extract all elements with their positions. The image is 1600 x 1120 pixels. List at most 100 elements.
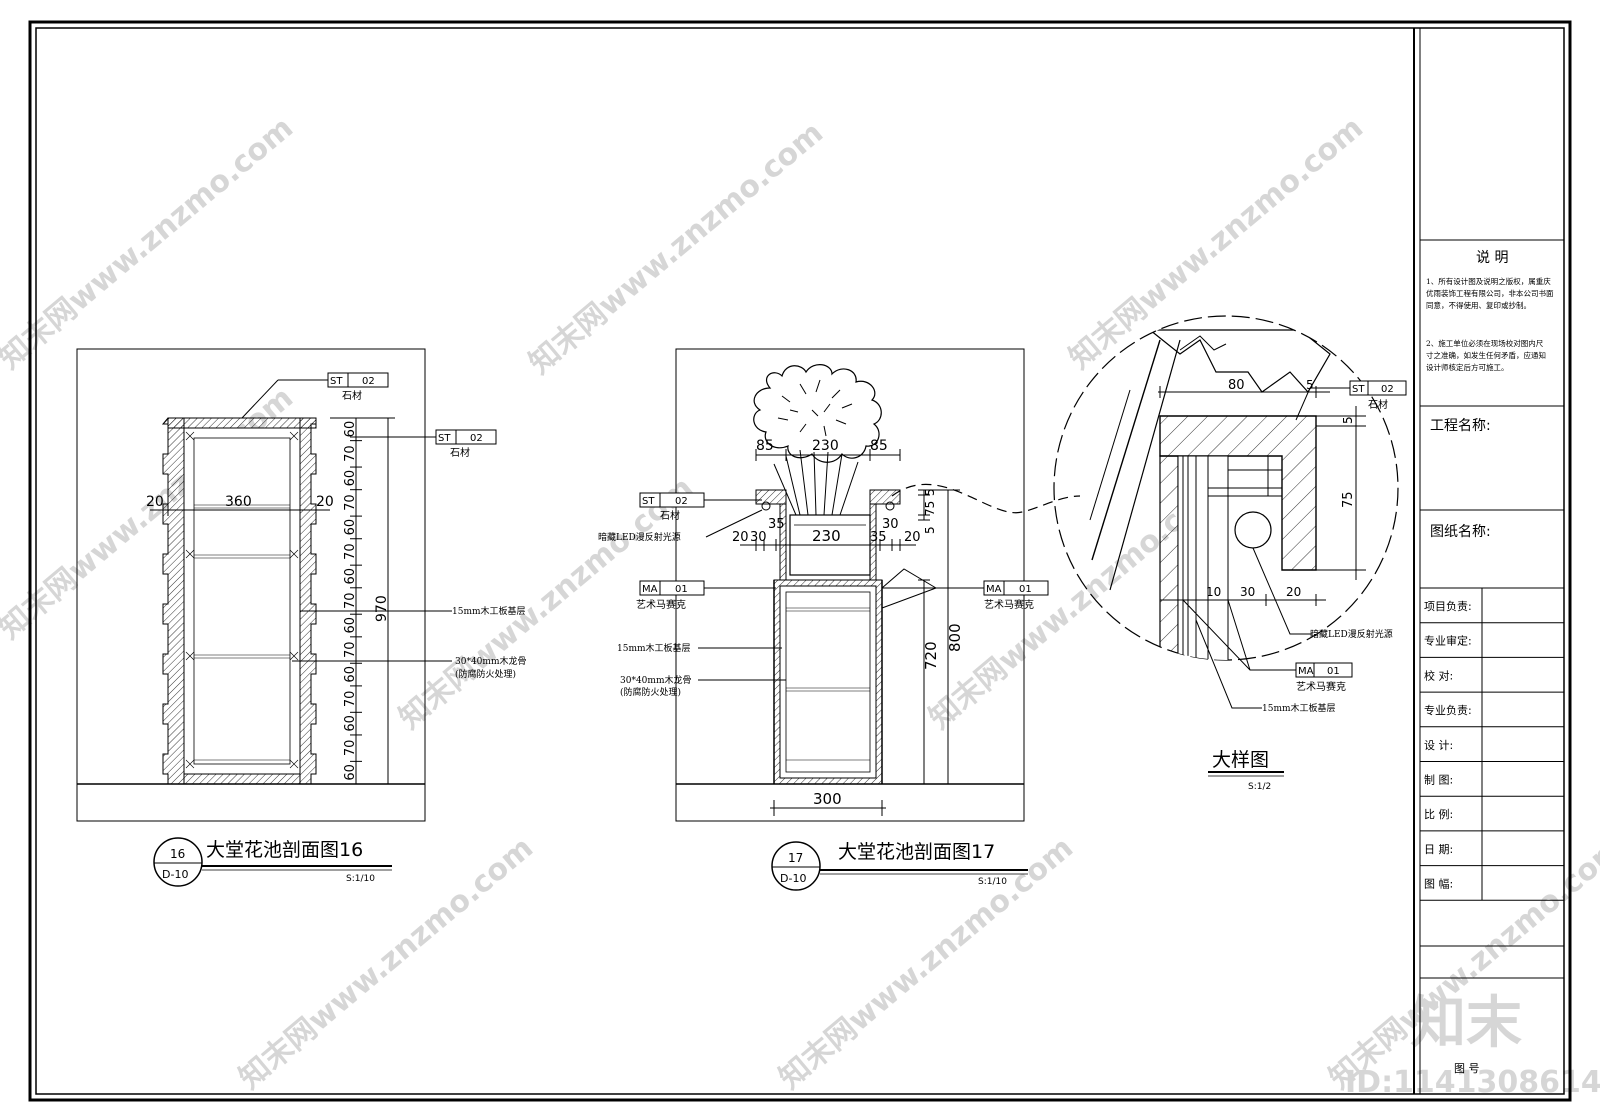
note-line: 设计师核定后方可施工。 [1426, 362, 1509, 372]
tag-box [639, 492, 705, 508]
dim-5: 5 [1341, 416, 1355, 424]
note-keel: 30*40mm木龙骨 [455, 655, 526, 667]
view-frame [76, 348, 426, 822]
leader-triangle [881, 568, 937, 609]
title-block-row-label: 专业负责: [1424, 703, 1472, 717]
title-block-row-label: 比 例: [1424, 807, 1453, 821]
note-line: 优雨装饰工程有限公司，非本公司书面 [1426, 288, 1554, 298]
dim-chain-label: 70 [343, 445, 358, 462]
title-block-row-label: 设 计: [1424, 739, 1453, 752]
tag-code: MA [642, 584, 658, 595]
dim-300: 300 [813, 790, 842, 808]
dim-360: 360 [225, 494, 252, 510]
stone-cladding-right [299, 417, 317, 785]
board-layer [779, 585, 877, 779]
note-line: 寸之准确，如发生任何矛盾，应通知 [1426, 350, 1546, 360]
section-scale: S:1/10 [346, 874, 375, 884]
tag-code: MA [1298, 666, 1314, 677]
stone-base [183, 773, 301, 785]
dim-35: 35 [870, 530, 887, 545]
led-light-left [761, 501, 771, 511]
dim-5-top: 5 [923, 488, 937, 496]
title-block-row-label: 项目负责: [1424, 599, 1472, 613]
dim-chain-label: 70 [343, 740, 358, 757]
stone-cladding-left [161, 417, 185, 785]
tag-label: 艺术马赛克 [984, 598, 1034, 611]
dim-chain-label: 60 [343, 470, 358, 487]
title-block-row-label: 日 期: [1424, 843, 1453, 856]
dim-30: 30 [1240, 585, 1255, 599]
badge-num: 16 [170, 847, 185, 861]
badge-ref: D-10 [780, 872, 806, 885]
section-badge [153, 837, 203, 887]
dim-10: 10 [1206, 585, 1221, 599]
stone-cap [167, 417, 317, 429]
tag-num: 02 [1381, 384, 1394, 395]
plant-stems [773, 449, 859, 516]
section-badge [771, 841, 821, 891]
dim-30: 30 [882, 517, 899, 532]
notes-title: 说 明 [1476, 250, 1508, 266]
dim-chain-label: 60 [343, 666, 358, 683]
note-keel: 30*40mm木龙骨 [620, 674, 691, 686]
dim-720: 720 [922, 641, 940, 670]
dim-chain-label: 70 [343, 494, 358, 511]
dim-chain-label: 70 [343, 642, 358, 659]
drawing-name-label: 图纸名称: [1430, 524, 1491, 540]
board-inner [193, 437, 291, 765]
watermark-text: 知末网www.znzmo.com [0, 110, 300, 376]
leader [705, 509, 763, 538]
note-board: 15mm木工板基层 [1262, 702, 1336, 714]
tag-box [327, 372, 389, 388]
dim-chain-label: 60 [343, 421, 358, 438]
title-block-row-label: 专业审定: [1424, 634, 1472, 648]
watermark-text: 知末网www.znzmo.com [1323, 830, 1600, 1096]
dim-800: 800 [946, 623, 964, 652]
cap-return-left [779, 503, 787, 581]
note-keel-2: (防腐防火处理) [620, 686, 681, 698]
leader [1182, 599, 1296, 671]
dim-80: 80 [1228, 378, 1245, 393]
detail-title: 大样图 [1212, 749, 1269, 771]
leader [1195, 619, 1262, 709]
tag-num: 01 [1019, 584, 1032, 595]
title-block: 说 明 1、所有设计图及说明之版权，属重庆 优雨装饰工程有限公司，非本公司书面 … [1413, 28, 1564, 1094]
note-board: 15mm木工板基层 [452, 605, 526, 617]
leader [241, 379, 279, 419]
tag-label: 石材 [660, 509, 680, 522]
dim-chain-label: 70 [343, 691, 358, 708]
dim-20-right: 20 [316, 494, 334, 510]
plant-detail [777, 379, 853, 437]
board-layer [183, 427, 301, 775]
section-title: 大堂花池剖面图17 [838, 841, 995, 863]
tag-box [983, 580, 1049, 596]
tag-num: 02 [362, 376, 375, 387]
note-keel-2: (防腐防火处理) [455, 668, 516, 680]
tag-box [1349, 380, 1407, 396]
tag-num: 01 [1327, 666, 1340, 677]
dim-20: 20 [1286, 585, 1301, 599]
detail-scale: S:1/2 [1248, 782, 1271, 792]
tag-num: 02 [675, 496, 688, 507]
dim-chain-label: 60 [343, 519, 358, 536]
section-16-view: 20 360 20 607060706070607060706070607060… [76, 348, 526, 887]
dim-85-left: 85 [756, 438, 774, 454]
tag-num: 01 [675, 584, 688, 595]
drawing-no-label: 图 号 [1454, 1062, 1480, 1075]
tag-code: ST [1352, 384, 1365, 395]
section-title: 大堂花池剖面图16 [206, 839, 363, 861]
leader [1252, 547, 1312, 635]
dim-75: 75 [923, 501, 937, 516]
leader [1295, 387, 1311, 421]
note-line: 2、施工单位必须在现场校对图内尺 [1426, 338, 1544, 348]
dim-chain-label: 60 [343, 764, 358, 781]
tag-code: ST [438, 433, 451, 444]
tag-label: 石材 [1368, 398, 1388, 411]
note-line: 1、所有设计图及说明之版权，属重庆 [1426, 276, 1551, 286]
watermark-text: 知末网www.znzmo.com [523, 115, 830, 381]
note-board: 15mm木工板基层 [617, 642, 691, 654]
watermark-text: 知末网www.znzmo.com [1063, 110, 1370, 376]
sheet-border-inner [35, 27, 1565, 1095]
detail-callout-leader [891, 483, 1081, 514]
